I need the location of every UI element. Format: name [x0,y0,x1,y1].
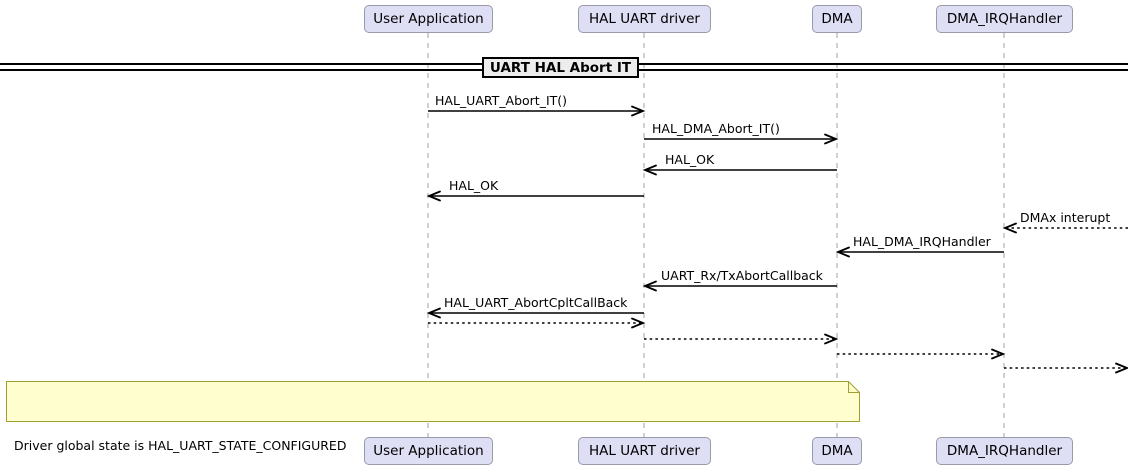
participant-footer-user-application[interactable]: User Application [364,437,493,465]
participant-header-dma-irqhandler[interactable]: DMA_IRQHandler [936,5,1073,33]
message-label-hal-ok-dma: HAL_OK [665,152,715,167]
participant-label: HAL UART driver [589,443,700,459]
state-note: Driver global state is HAL_UART_STATE_CO… [6,381,860,453]
participant-label: User Application [373,443,484,459]
divider-label-uart-hal-abort-it: UART HAL Abort IT [482,57,639,78]
message-label-dmax-interupt: DMAx interupt [1020,210,1111,225]
participant-label: HAL UART driver [589,11,700,27]
participant-header-user-application[interactable]: User Application [364,5,493,33]
message-label-hal-ok-user: HAL_OK [449,178,499,193]
message-label-hal-dma-abort-it: HAL_DMA_Abort_IT() [652,121,780,136]
note-line-1: Driver global state is HAL_UART_STATE_CO… [14,438,347,453]
participant-footer-hal-uart-driver[interactable]: HAL UART driver [578,437,711,465]
participant-label: DMA [821,443,853,459]
divider-label-text: UART HAL Abort IT [489,59,632,76]
participant-header-dma[interactable]: DMA [812,5,862,33]
participant-label: User Application [373,11,484,27]
participant-header-hal-uart-driver[interactable]: HAL UART driver [578,5,711,33]
participant-label: DMA_IRQHandler [946,443,1063,459]
participant-label: DMA_IRQHandler [946,11,1063,27]
participant-label: DMA [821,11,853,27]
participant-footer-dma[interactable]: DMA [812,437,862,465]
participant-footer-dma-irqhandler[interactable]: DMA_IRQHandler [936,437,1073,465]
message-label-hal-uart-abort-it: HAL_UART_Abort_IT() [435,93,568,108]
message-label-hal-uart-abortcpltcallback: HAL_UART_AbortCpltCallBack [444,295,628,310]
message-label-uart-rx-tx-abort-callback: UART_Rx/TxAbortCallback [661,268,823,283]
note-background [6,381,860,422]
message-label-hal-dma-irqhandler: HAL_DMA_IRQHandler [853,234,991,249]
